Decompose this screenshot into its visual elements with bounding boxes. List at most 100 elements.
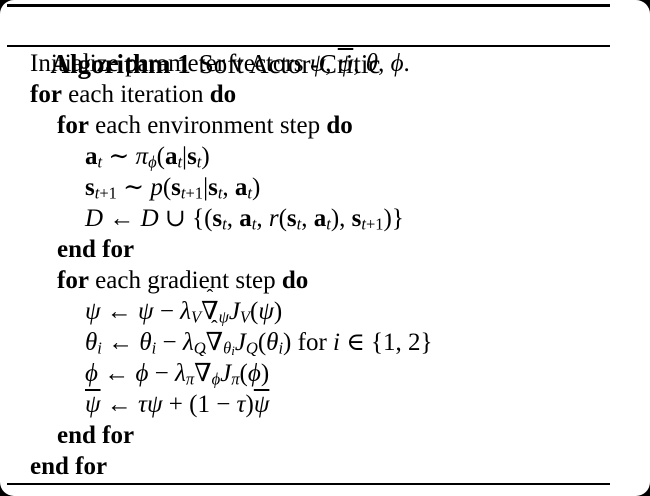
algo-token: p bbox=[150, 174, 163, 201]
algo-token: s bbox=[171, 174, 181, 201]
algo-token: ← bbox=[103, 205, 141, 232]
algo-token: θ bbox=[266, 329, 279, 356]
algorithm-label: Algorithm 1 bbox=[50, 49, 191, 79]
algo-token: . bbox=[403, 50, 410, 77]
algo-token: each environment step bbox=[88, 112, 327, 139]
algo-token: i bbox=[278, 338, 284, 358]
algo-token: ψ bbox=[85, 298, 101, 325]
algo-token: ∪ {( bbox=[158, 205, 213, 232]
algo-token: − bbox=[156, 329, 183, 356]
algo-token: t bbox=[361, 214, 366, 234]
algo-token: + (1 − bbox=[162, 391, 237, 418]
algo-token: V bbox=[239, 307, 251, 327]
algo-token: each gradient step bbox=[88, 267, 282, 294]
algo-token: ψ bbox=[258, 298, 274, 325]
algo-token: λ bbox=[175, 360, 186, 387]
algo-token: ) for bbox=[283, 329, 334, 356]
algo-token: ψ bbox=[337, 50, 354, 77]
algo-token: ∈ {1, 2} bbox=[339, 329, 433, 356]
algo-token: i bbox=[333, 329, 340, 356]
algo-token: t bbox=[94, 183, 100, 203]
algo-token: ∼ bbox=[116, 174, 151, 201]
algo-token: ), bbox=[330, 205, 352, 232]
algo-token: a bbox=[313, 205, 327, 232]
algo-token: D bbox=[85, 205, 104, 232]
algo-token: t bbox=[247, 183, 252, 203]
algo-token: ∇ bbox=[194, 358, 211, 389]
algo-line: end for bbox=[7, 420, 610, 451]
algo-token: − bbox=[153, 298, 181, 325]
algo-token: t bbox=[222, 214, 227, 234]
algo-token: t bbox=[217, 183, 223, 203]
algo-token: t bbox=[196, 152, 202, 172]
algo-token: ) bbox=[273, 298, 283, 325]
algo-token: ( bbox=[257, 329, 267, 356]
algo-token: θ bbox=[365, 50, 379, 77]
algo-token: π bbox=[185, 369, 195, 389]
algo-token: for bbox=[57, 112, 89, 139]
algo-line: end for bbox=[7, 451, 610, 482]
algo-token: π bbox=[231, 369, 240, 389]
title-rule bbox=[7, 45, 610, 47]
algo-token: s bbox=[208, 174, 218, 201]
algo-token: ψ bbox=[138, 298, 154, 325]
bottom-rule bbox=[7, 483, 610, 485]
algo-token: t bbox=[177, 152, 183, 172]
algo-token: Q bbox=[193, 338, 206, 358]
top-rule bbox=[7, 4, 610, 7]
algorithm-name: Soft Actor-Critic bbox=[198, 49, 381, 79]
algo-line: ψ ← ψ − λV∇ψJV(ψ) bbox=[7, 296, 610, 327]
algo-token: t bbox=[326, 214, 331, 234]
algo-token: +1 bbox=[365, 214, 384, 234]
algo-token: s bbox=[187, 143, 197, 170]
algo-token: s bbox=[212, 205, 223, 232]
algo-token: a bbox=[85, 143, 98, 170]
algo-token: ϕ bbox=[135, 360, 149, 387]
algo-token: ( bbox=[162, 174, 172, 201]
algo-token: τ bbox=[236, 391, 246, 418]
algo-token: do bbox=[281, 267, 309, 294]
algo-token: a bbox=[239, 205, 252, 232]
algo-token: θ bbox=[223, 338, 232, 358]
algo-token: +1 bbox=[185, 183, 204, 203]
algo-line: for each environment step do bbox=[7, 110, 610, 141]
algo-token: ( bbox=[156, 143, 165, 170]
algo-token: ← bbox=[100, 298, 139, 325]
algo-token: , bbox=[226, 205, 240, 232]
algo-token: ← bbox=[97, 360, 136, 387]
algo-token: a bbox=[234, 174, 248, 201]
algo-token: , bbox=[301, 205, 314, 232]
algo-token: ϕ bbox=[148, 152, 157, 172]
algo-token: V bbox=[191, 307, 202, 327]
algo-token: +1 bbox=[99, 183, 117, 203]
algo-token: end for bbox=[57, 422, 135, 449]
algo-token: θ bbox=[139, 329, 152, 356]
algo-token: ( bbox=[278, 205, 287, 232]
algo-line: at ∼ πϕ(at|st) bbox=[7, 141, 610, 172]
algo-token: J bbox=[228, 298, 240, 325]
algo-token: ϕ bbox=[85, 360, 98, 387]
algo-line: ϕ ← ϕ − λπ∇ϕJπ(ϕ) bbox=[7, 358, 610, 389]
algo-token: ψ bbox=[85, 391, 101, 418]
algo-token: λ bbox=[180, 298, 191, 325]
algo-token: ϕ bbox=[211, 369, 221, 389]
algo-token: end for bbox=[30, 453, 108, 480]
algo-token: ) bbox=[201, 143, 210, 170]
algo-token: t bbox=[251, 214, 257, 234]
algo-token: ( bbox=[239, 360, 248, 387]
algo-line: D ← D ∪ {(st, at, r(st, at), st+1)} bbox=[7, 203, 610, 234]
algo-token: a bbox=[164, 143, 178, 170]
algo-token: ← bbox=[101, 329, 140, 356]
algo-token: D bbox=[140, 205, 159, 232]
algo-token: ψ bbox=[218, 307, 229, 327]
algo-token: do bbox=[209, 81, 237, 108]
algo-token: ϕ bbox=[390, 50, 404, 77]
algo-token: J bbox=[220, 360, 232, 387]
algo-token: ) bbox=[260, 360, 270, 387]
algo-token: t bbox=[97, 152, 103, 172]
algo-line: for each iteration do bbox=[7, 79, 610, 110]
algo-token: , bbox=[353, 50, 366, 77]
algo-token: end for bbox=[57, 236, 135, 263]
algo-line: θi ← θi − λQ∇θiJQ(θi) for i ∈ {1, 2} bbox=[7, 327, 610, 358]
